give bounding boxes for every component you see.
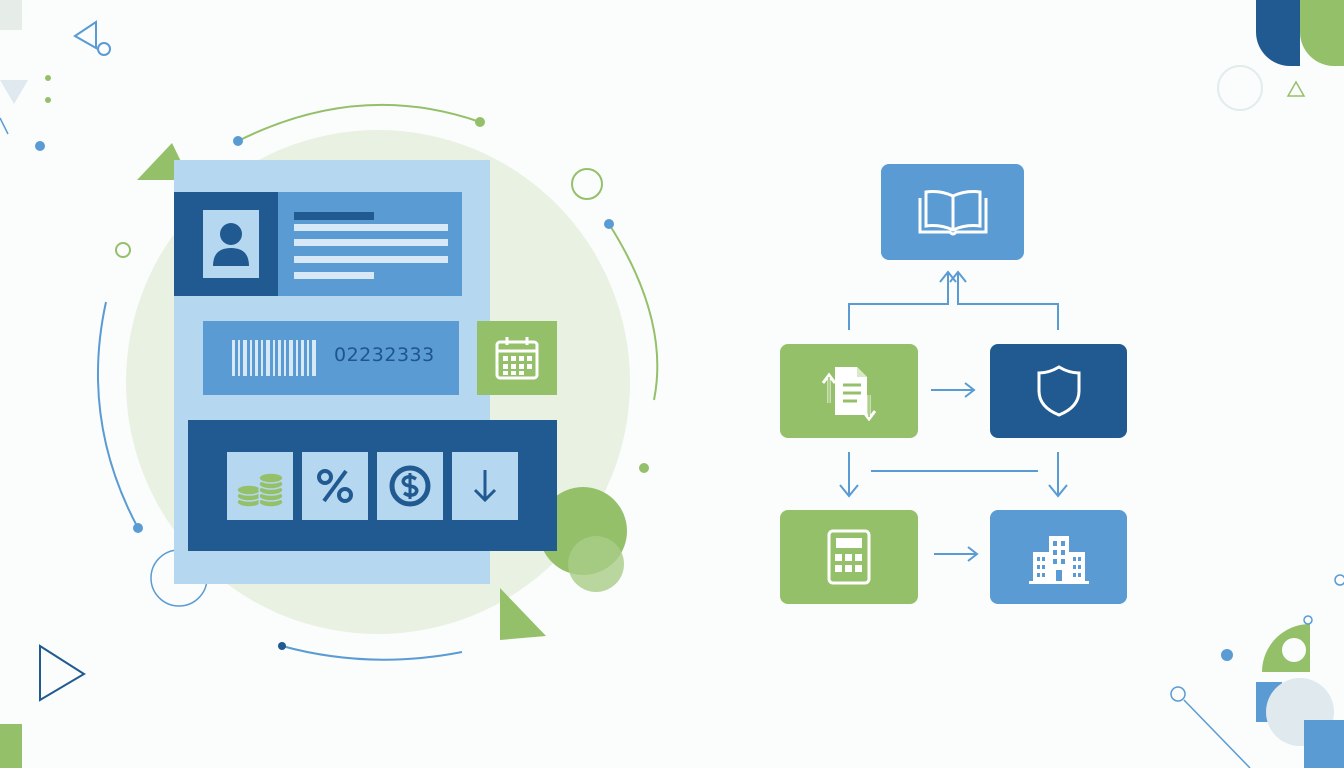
- flow-card-shield: [990, 344, 1127, 438]
- book-icon: [918, 190, 987, 236]
- finance-tile-dollar: [377, 452, 443, 520]
- green-triangle-bottom: [500, 588, 546, 640]
- finance-tile-coins: [227, 452, 293, 520]
- user-icon: [213, 223, 249, 266]
- orbit-arc-bottom: [281, 645, 463, 661]
- calendar-icon: [495, 337, 539, 380]
- calculator-icon: [827, 529, 871, 585]
- document-transfer-icon: [821, 367, 877, 421]
- profile-photo: [203, 210, 259, 278]
- percent-icon: [317, 469, 353, 503]
- shield-icon: [1037, 365, 1080, 417]
- flow-card-calculator: [780, 510, 918, 604]
- building-icon: [1028, 536, 1089, 584]
- flow-card-building: [990, 510, 1127, 604]
- flow-card-document: [780, 344, 918, 438]
- barcode-number: 02232333: [334, 344, 435, 366]
- profile-text-lines: [294, 212, 450, 282]
- dollar-coin-icon: [389, 465, 431, 507]
- flow-card-book: [881, 164, 1024, 260]
- orbit-arc-right: [608, 223, 659, 401]
- outline-triangle-play: [39, 644, 86, 702]
- coins-icon: [236, 472, 284, 508]
- finance-tile-download: [452, 452, 518, 520]
- finance-tile-percent: [302, 452, 368, 520]
- download-arrow-icon: [473, 470, 497, 503]
- orbit-arc-left: [96, 301, 139, 529]
- calendar-tile: [477, 321, 557, 395]
- barcode-icon: [232, 340, 316, 376]
- orbit-arc-top: [237, 103, 481, 142]
